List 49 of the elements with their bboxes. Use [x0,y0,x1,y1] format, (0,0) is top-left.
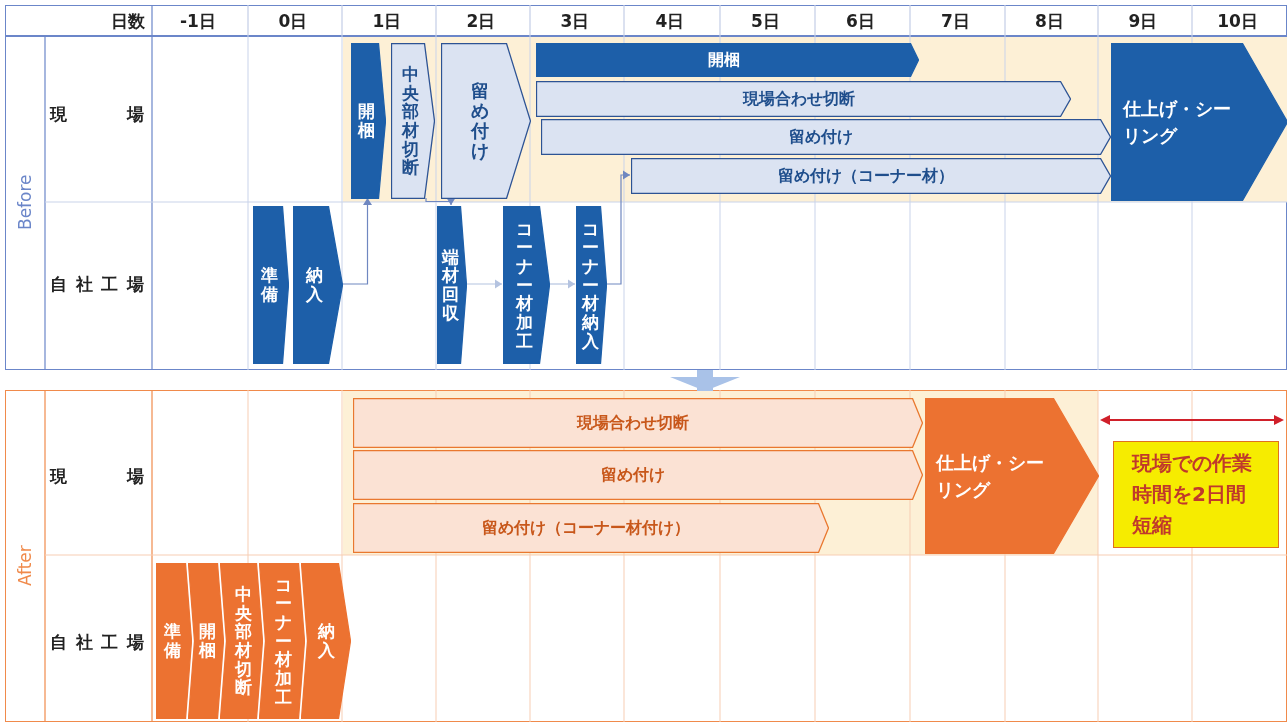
column-header: 1日 [371,10,403,33]
down-arrow [670,370,740,391]
column-header: 2日 [465,10,497,33]
column-header: -1日 [179,10,217,33]
section-label: After [14,544,36,589]
process-step: 留め付け [441,43,531,199]
connector-arrow [425,197,456,206]
section-label: Before [14,173,36,232]
process-step: 開梱 [351,43,386,199]
process-step: 留め付け（コーナー材） [631,158,1111,194]
process-step: 留め付け（コーナー材付け） [353,503,829,553]
callout-box: 現場での作業時間を2日間短縮 [1113,441,1279,548]
process-step: 納入 [293,206,343,364]
process-step: 留め付け [353,450,923,500]
process-step: 仕上げ・シーリング [925,398,1099,554]
column-header: 4日 [654,10,686,33]
column-header: 8日 [1034,10,1065,33]
column-header: 10日 [1216,10,1259,33]
column-header: 0日 [277,10,309,33]
process-step: 納入 [301,563,351,719]
process-step: 留め付け [541,119,1111,155]
row-header: 現場 [50,465,144,488]
column-header: 3日 [559,10,591,33]
section-frame [5,390,1287,722]
process-step: 開梱 [536,43,919,77]
column-header: 7日 [940,10,971,33]
row-header: 自社工場 [50,631,144,654]
process-step: 仕上げ・シーリング [1111,43,1287,201]
section-frame [5,36,1287,370]
connector-arrow [341,197,372,285]
process-step: 現場合わせ切断 [353,398,923,448]
process-step: 端材回収 [437,206,467,364]
column-header: 日数 [110,10,145,33]
column-header: 9日 [1127,10,1159,33]
column-header: 5日 [750,10,781,33]
connector-arrow [548,279,576,289]
process-step: 準備 [253,206,289,364]
column-header: 6日 [845,10,876,33]
process-step: 中央部材切断 [220,563,263,719]
process-step: コーナー材加工 [259,563,305,719]
process-step: 現場合わせ切断 [536,81,1071,117]
process-step: コーナー材納入 [576,206,607,364]
process-step: 準備 [156,563,192,719]
process-step: コーナー材加工 [503,206,550,364]
row-header: 現場 [50,103,144,126]
row-header: 自社工場 [50,273,144,296]
connector-arrow [465,279,503,289]
process-step: 開梱 [188,563,224,719]
connector-arrow [605,170,631,285]
